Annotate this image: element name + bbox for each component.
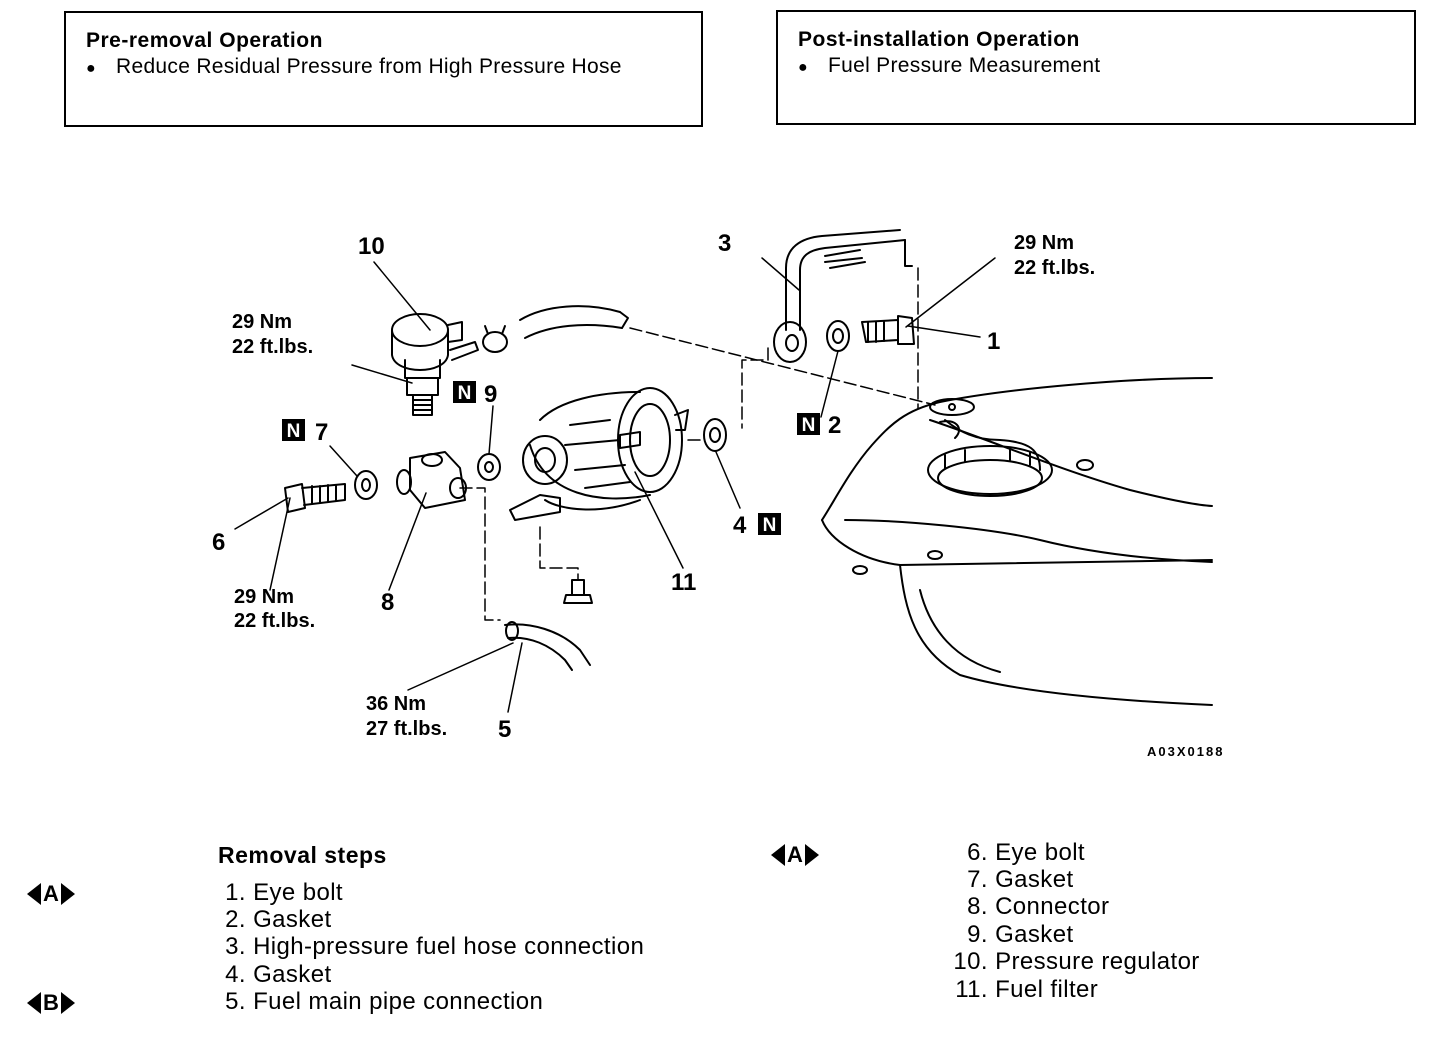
removal-step-4: 4. Gasket [225, 961, 332, 988]
torque-1-ftlbs: 22 ft.lbs. [1014, 257, 1095, 279]
new-part-mark-2: N [797, 413, 820, 436]
marker-a-step-1: A [27, 881, 75, 907]
gasket-9-drawing [477, 453, 501, 481]
left-triangle-icon [771, 844, 785, 866]
callout-11: 11 [671, 569, 696, 596]
pre-removal-box: Pre-removal Operation ● Reduce Residual P… [64, 11, 703, 127]
removal-step-3: 3. High-pressure fuel hose connection [225, 933, 645, 960]
post-installation-item-text: Fuel Pressure Measurement [828, 54, 1101, 77]
callout-5: 5 [498, 716, 511, 743]
post-installation-box: Post-installation Operation ● Fuel Pressu… [776, 10, 1416, 125]
callout-8: 8 [381, 589, 394, 616]
gasket-7-drawing [354, 470, 378, 500]
callout-3: 3 [718, 230, 731, 257]
callout-6: 6 [212, 529, 225, 556]
removal-step-2: 2. Gasket [225, 906, 332, 933]
removal-step-11: 11. Fuel filter [955, 976, 1099, 1003]
removal-steps-title: Removal steps [218, 842, 387, 868]
removal-step-8: 8. Connector [967, 893, 1110, 920]
eye-bolt-1-drawing [861, 315, 915, 345]
fuel-filter-exploded-diagram: 10 9 7 3 1 2 4 11 6 8 5 N N N N 29 Nm 22… [212, 229, 1224, 759]
callout-2: 2 [828, 412, 841, 439]
marker-a-step-6: A [771, 842, 819, 868]
right-triangle-icon [60, 992, 75, 1014]
pre-removal-item-text: Reduce Residual Pressure from High Press… [116, 55, 622, 78]
removal-step-10: 10. Pressure regulator [953, 948, 1200, 975]
removal-step-1: 1. Eye bolt [225, 879, 343, 906]
torque-6-ftlbs: 22 ft.lbs. [234, 610, 315, 632]
torque-10-ftlbs: 22 ft.lbs. [232, 336, 313, 358]
removal-step-5: 5. Fuel main pipe connection [225, 988, 544, 1015]
return-hose-drawing [482, 305, 629, 353]
removal-step-7: 7. Gasket [967, 866, 1074, 893]
post-installation-item: ● Fuel Pressure Measurement [798, 54, 1394, 78]
svg-text:N: N [802, 415, 816, 436]
callout-4: 4 [733, 512, 747, 539]
torque-5-ftlbs: 27 ft.lbs. [366, 718, 447, 740]
fuel-main-pipe-drawing [504, 621, 591, 671]
pressure-regulator-drawing [391, 313, 479, 416]
svg-text:N: N [458, 383, 472, 404]
callout-9: 9 [484, 381, 497, 408]
new-part-mark-9: N [453, 381, 476, 404]
callout-1: 1 [987, 328, 1000, 355]
new-part-mark-4: N [758, 513, 781, 536]
connector-drawing [396, 451, 467, 509]
left-triangle-icon [27, 992, 41, 1014]
removal-step-6: 6. Eye bolt [967, 839, 1085, 866]
left-triangle-icon [27, 883, 41, 905]
eye-bolt-6-drawing [284, 483, 346, 513]
fuel-filter-drawing [509, 387, 689, 521]
high-pressure-hose-drawing [773, 229, 913, 363]
torque-10-nm: 29 Nm [232, 311, 292, 333]
bullet-icon: ● [86, 60, 96, 77]
torque-5-nm: 36 Nm [366, 693, 426, 715]
pre-removal-item: ● Reduce Residual Pressure from High Pres… [86, 55, 681, 79]
post-installation-title: Post-installation Operation [798, 28, 1080, 51]
svg-text:N: N [287, 421, 301, 442]
right-triangle-icon [804, 844, 819, 866]
new-part-mark-7: N [282, 419, 305, 442]
gasket-2-drawing [826, 320, 850, 352]
callout-10: 10 [358, 233, 385, 260]
gasket-4-drawing [703, 418, 727, 452]
filter-mounting-bolt-drawing [563, 579, 593, 604]
callout-7: 7 [315, 419, 328, 446]
marker-b-step-5: B [27, 990, 75, 1016]
torque-1-nm: 29 Nm [1014, 232, 1074, 254]
torque-6-nm: 29 Nm [234, 586, 294, 608]
bullet-icon: ● [798, 59, 808, 76]
pre-removal-title: Pre-removal Operation [86, 29, 323, 52]
right-triangle-icon [60, 883, 75, 905]
figure-code: A03X0188 [1147, 744, 1224, 759]
removal-step-9: 9. Gasket [967, 921, 1074, 948]
fuel-tank-drawing [821, 377, 1213, 706]
svg-text:N: N [763, 515, 777, 536]
